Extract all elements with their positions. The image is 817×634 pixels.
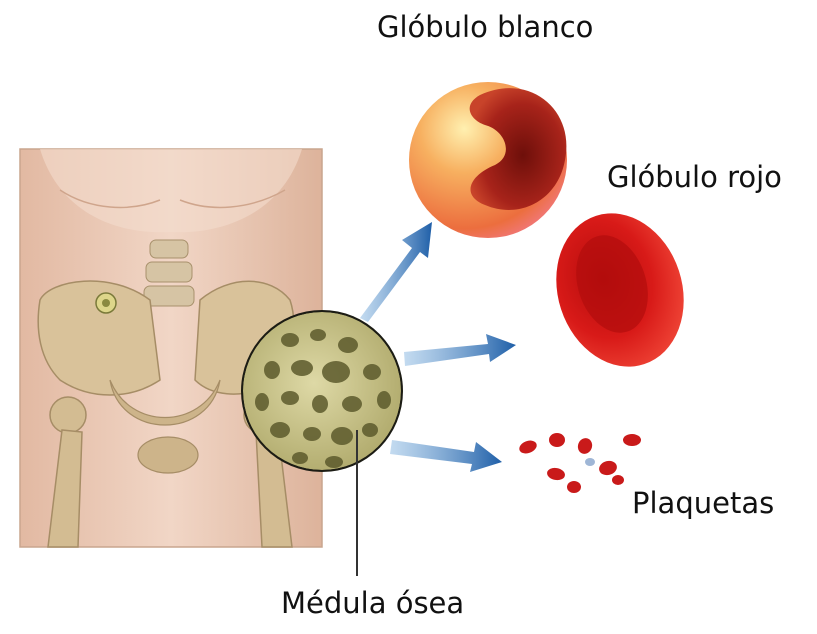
label-bone-marrow: Médula ósea xyxy=(281,586,464,620)
marrow-sample-site xyxy=(96,293,116,313)
label-white-blood-cell: Glóbulo blanco xyxy=(377,10,593,44)
arrow-to-platelets xyxy=(390,440,502,472)
label-platelets: Plaquetas xyxy=(632,486,774,520)
spine xyxy=(144,240,194,306)
arrow-to-red-cell xyxy=(404,334,516,366)
red-blood-cell xyxy=(537,197,703,384)
white-blood-cell xyxy=(409,82,567,238)
label-red-blood-cell: Glóbulo rojo xyxy=(607,160,782,194)
arrow-to-white-cell xyxy=(360,222,432,322)
platelets-cluster xyxy=(517,433,641,493)
